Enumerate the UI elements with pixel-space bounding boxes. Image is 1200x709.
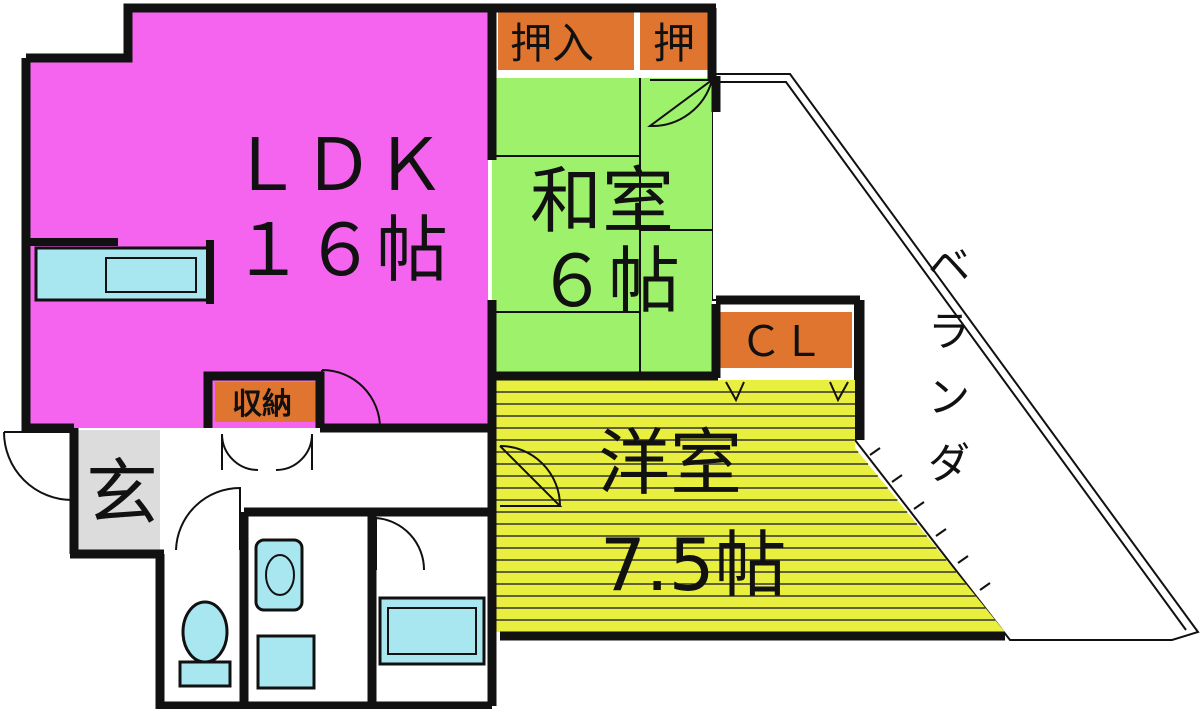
oshi-label: 押 [653, 19, 695, 68]
shuno-label: 収納 [232, 387, 292, 422]
washing-machine-pan [256, 634, 316, 690]
entrance-area [74, 430, 160, 550]
washitsu-room [492, 78, 712, 374]
ldk-name-label: ＬＤＫ [230, 123, 446, 207]
bathtub-inner [387, 607, 477, 655]
closet-cl-label: ＣＬ [740, 317, 824, 366]
doors [3, 77, 849, 571]
washitsu-size-label: ６帖 [536, 239, 680, 323]
walls [21, 3, 1005, 709]
toilet-icon [181, 600, 229, 664]
oshiire-label: 押入 [510, 19, 594, 68]
balcony-label: ベランダ [928, 241, 970, 488]
tatami-lines [492, 78, 712, 374]
shuno-storage [215, 382, 317, 422]
flooring-lines [494, 391, 996, 621]
cl-closet [718, 312, 852, 368]
yoshitsu-room [492, 380, 1005, 632]
oshi-closet [640, 12, 714, 70]
balcony-rail [720, 81, 1187, 631]
ldk-size-label: １６帖 [232, 208, 448, 292]
yoshitsu-name-label: 洋室 [598, 421, 742, 505]
washitsu-name-label: 和室 [530, 159, 674, 243]
kitchen-sink [105, 257, 197, 293]
ldk-room [26, 8, 488, 428]
yoshitsu-edge-hatch [869, 447, 991, 591]
oshiire-closet [498, 12, 634, 70]
washbasin-bowl [265, 554, 295, 596]
yoshitsu-size-label: 7.5帖 [600, 523, 787, 607]
entrance-label: 玄 [86, 451, 158, 535]
washbasin-icon [254, 538, 304, 612]
toilet-tank [178, 660, 232, 688]
